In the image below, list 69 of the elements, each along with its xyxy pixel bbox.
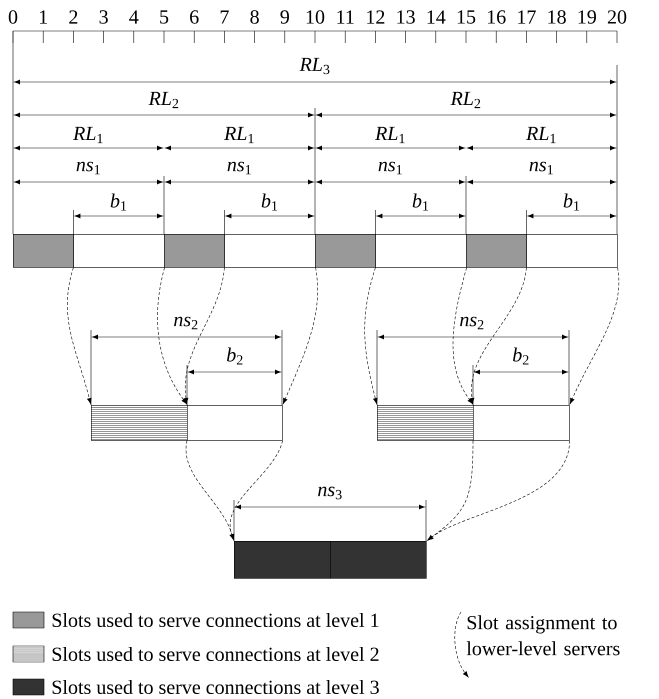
dashed-arrow [230,440,283,540]
dimension-label: ns$_{1}$ [226,160,254,176]
dashed-arrow [282,267,318,404]
dimension-label: RL$_{1}$ [525,126,558,144]
legend-text: Slots used to serve connections at level 2 [52,646,378,662]
scale-number: 1 [40,10,47,24]
slot-block [315,234,376,268]
slot-block [377,405,474,441]
dimension-label: b$_{2}$ [225,346,245,366]
slot-block [234,541,331,579]
dimension-label: ns$_{3}$ [316,486,344,500]
dimension-label: RL$_{1}$ [374,126,407,144]
slot-block [375,234,467,268]
slot-block [224,234,316,268]
dimension-label: RL$_{1}$ [223,126,256,144]
dimension-label: ns$_{2}$ [458,316,486,330]
legend-text: Slots used to serve connections at level 3 [52,680,379,694]
dimension-label: RL$_{2}$ [148,90,180,110]
scale-number: 9 [280,10,289,24]
scale-number: 17 [518,10,536,24]
scale-number: 4 [129,10,138,24]
dashed-arrow [427,440,570,541]
dashed-arrow [364,267,378,404]
dimension-label: ns$_{1}$ [74,160,102,176]
scale-number: 13 [397,10,415,24]
dimension-label: b$_{1}$ [410,192,430,212]
dimension-label: ns$_{1}$ [528,160,556,176]
scale-number: 8 [250,10,259,24]
dimension-label: RL$_{3}$ [298,56,332,76]
dimension-label: b$_{1}$ [108,192,128,212]
slot-block [164,234,225,268]
slot-block [13,234,74,268]
dimension-label: ns$_{2}$ [172,316,200,330]
slot-block [473,405,570,441]
slot-block [73,234,165,268]
dashed-arrow [452,267,474,404]
scale-number: 2 [69,10,78,24]
dimension-label: RL$_{2}$ [450,90,482,110]
dimension-label: ns$_{1}$ [376,160,404,176]
scale-number: 18 [548,10,566,24]
slot-block [187,405,283,441]
legend-text: Slot assignment to lower-level servers [466,615,620,656]
slot-block [91,405,188,441]
dashed-arrow [470,267,527,404]
dimension-label: b$_{1}$ [260,192,280,212]
scale-number: 20 [608,10,626,24]
legend-text: Slots used to serve connections at level 1 [52,612,378,628]
scale-number: 19 [578,10,596,24]
dimension-label: b$_{2}$ [511,346,531,366]
dimension-label: RL$_{1}$ [72,126,105,144]
slot-block [526,234,618,268]
slot-block [466,234,527,268]
scale-number: 15 [458,10,476,24]
scale-number: 11 [337,10,354,24]
scale-number: 12 [367,10,384,24]
scale-number: 3 [100,10,108,24]
scale-number: 6 [190,10,199,24]
scale-number: 0 [8,10,18,24]
scale-number: 16 [488,10,506,24]
dashed-arrow [570,267,620,404]
scale-number: 14 [428,10,446,24]
dimension-label: b$_{1}$ [562,192,582,212]
scale-number: 7 [220,10,229,24]
dashed-arrow [157,267,188,404]
dashed-arrow [67,267,92,404]
scale-number: 5 [160,10,168,24]
scale-number: 10 [306,10,324,24]
dashed-arrow [184,267,225,404]
slot-block [330,541,427,579]
